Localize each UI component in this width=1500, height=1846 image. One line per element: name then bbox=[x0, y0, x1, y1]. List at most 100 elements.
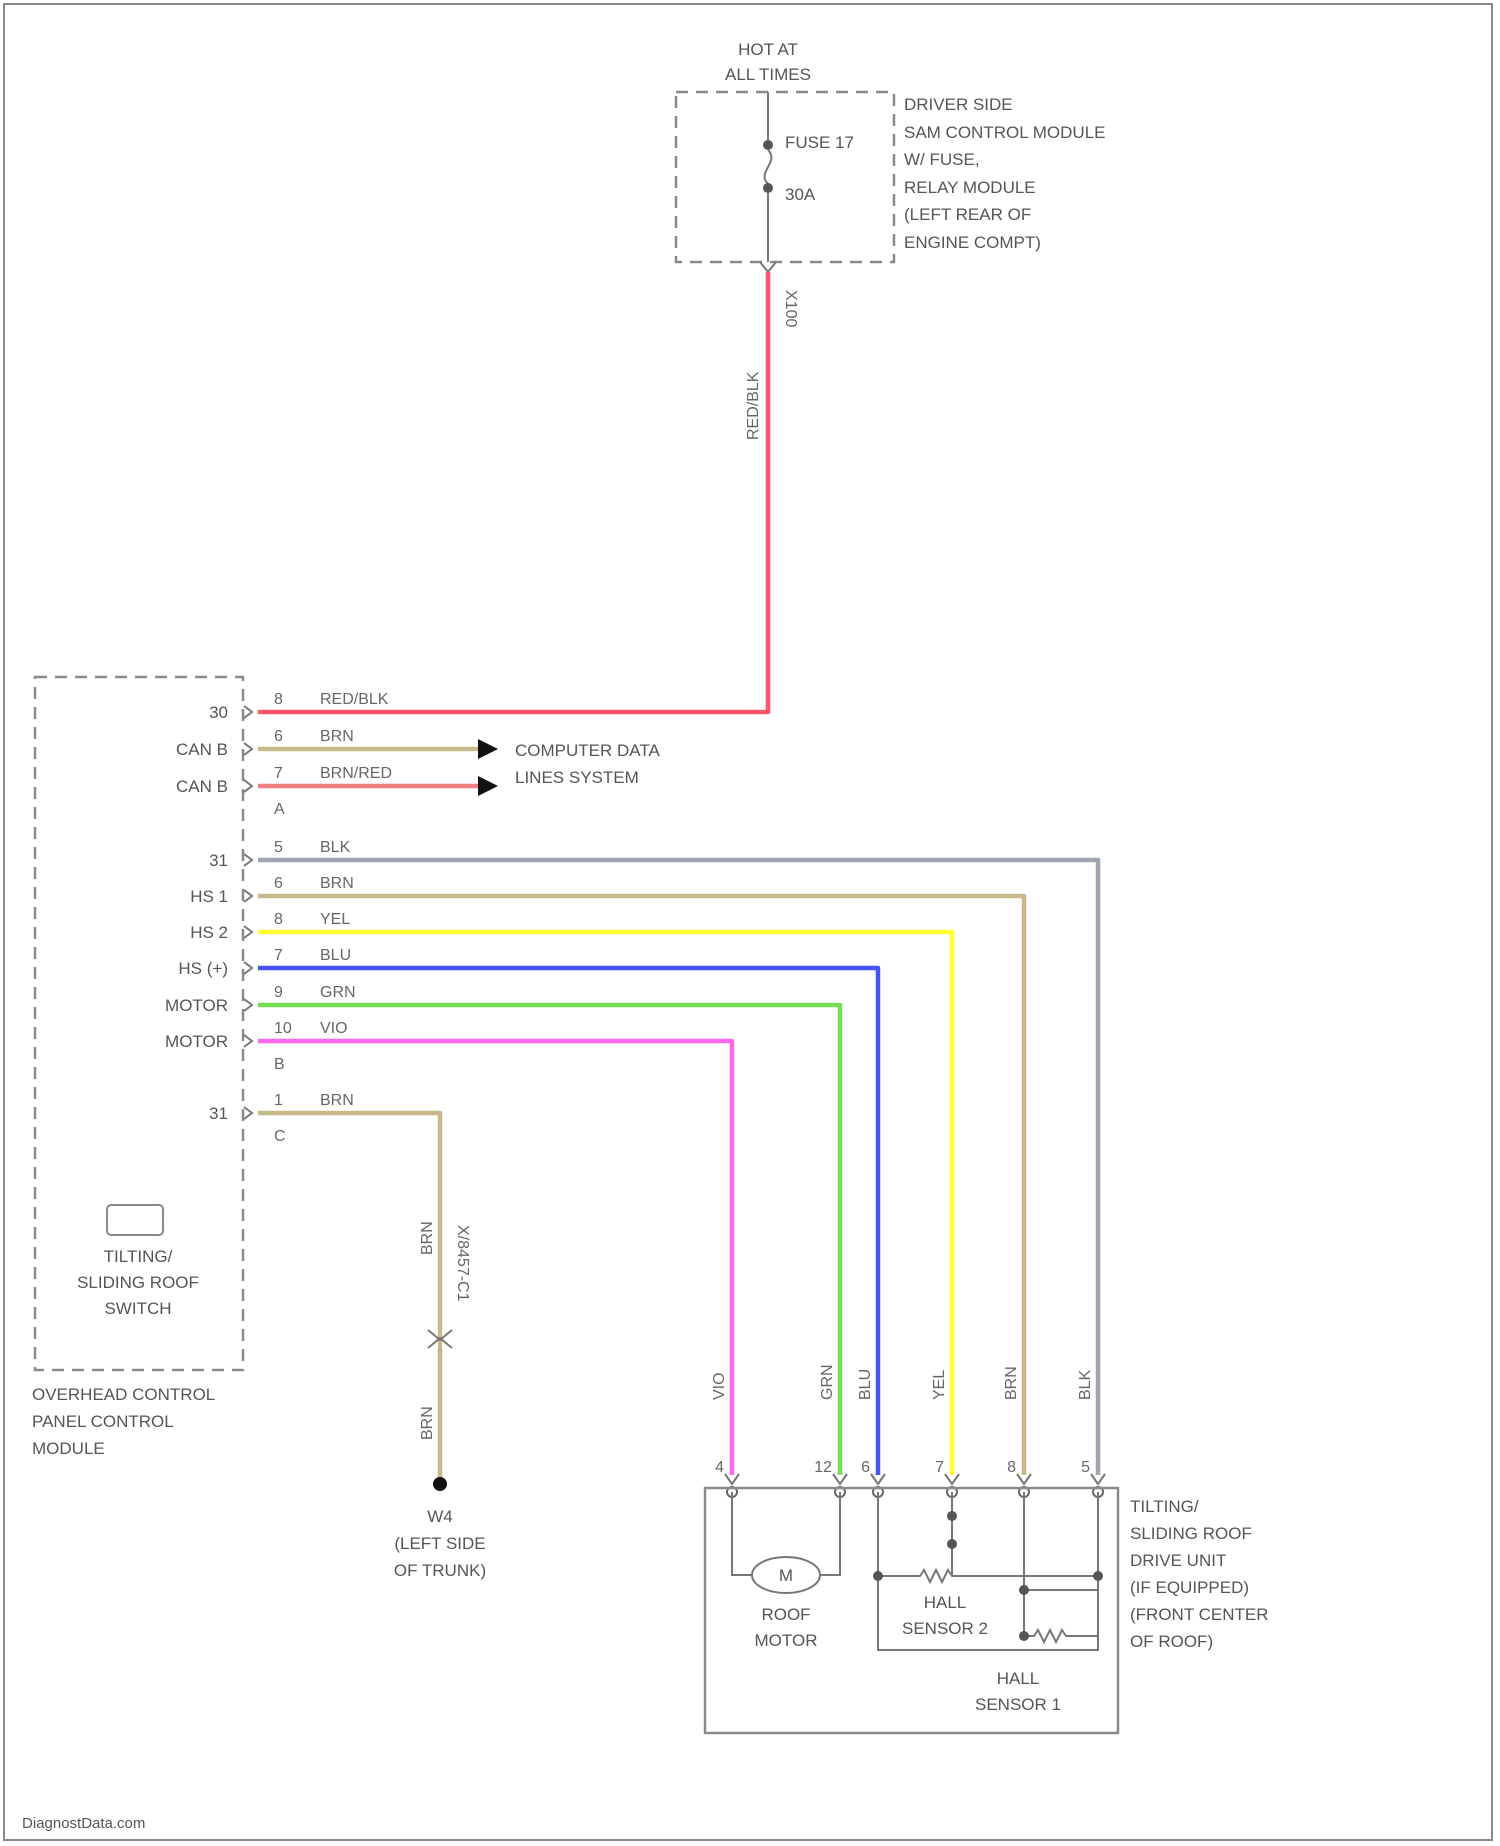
wire-brn bbox=[258, 896, 1024, 1475]
drive-pin-number: 7 bbox=[935, 1459, 944, 1476]
module-terminal-label: MOTOR bbox=[165, 996, 228, 1015]
module-terminal-label: HS (+) bbox=[178, 959, 228, 978]
ground-wire-bottom: BRN bbox=[419, 1406, 436, 1440]
drive-pin-number: 4 bbox=[715, 1459, 724, 1476]
can-b-arrow-2 bbox=[478, 776, 498, 796]
hall-sensor-2-resistor bbox=[878, 1570, 1098, 1582]
module-wire-color: BRN bbox=[320, 1092, 354, 1109]
fuse-rating: 30A bbox=[785, 185, 816, 204]
switch-name-1: SLIDING ROOF bbox=[77, 1273, 199, 1292]
drive-desc-1: SLIDING ROOF bbox=[1130, 1524, 1252, 1543]
module-pin-number: 9 bbox=[274, 984, 283, 1001]
drive-pin-connector bbox=[725, 1474, 739, 1484]
drive-wire-color: GRN bbox=[819, 1364, 836, 1400]
module-wire-color: BRN/RED bbox=[320, 765, 392, 782]
wire-grn bbox=[258, 1005, 840, 1475]
fuse-symbol bbox=[765, 150, 772, 184]
module-terminal-label: MOTOR bbox=[165, 1032, 228, 1051]
switch-icon bbox=[107, 1205, 163, 1235]
footer-watermark: DiagnostData.com bbox=[22, 1815, 145, 1832]
fuse-module-outline bbox=[676, 92, 894, 262]
drive-wire-color: BRN bbox=[1003, 1366, 1020, 1400]
hot-label-2: ALL TIMES bbox=[725, 65, 811, 84]
module-wire-color: BRN bbox=[320, 875, 354, 892]
module-pin-number: B bbox=[274, 1056, 285, 1073]
drive-desc-2: DRIVE UNIT bbox=[1130, 1551, 1226, 1570]
module-wire-color: YEL bbox=[320, 911, 350, 928]
module-pin-connector bbox=[244, 926, 252, 938]
module-pin-connector bbox=[244, 780, 252, 792]
diagram-frame bbox=[4, 4, 1492, 1840]
module-pin-number: 7 bbox=[274, 947, 283, 964]
module-pin-connector bbox=[244, 743, 252, 755]
module-pin-number: 7 bbox=[274, 765, 283, 782]
drive-pin-connector bbox=[1091, 1474, 1105, 1484]
module-pin-connector bbox=[244, 1035, 252, 1047]
module-terminal-label: CAN B bbox=[176, 740, 228, 759]
drive-wire-color: BLU bbox=[857, 1369, 874, 1400]
wire-blu bbox=[258, 968, 878, 1475]
switch-name-2: SWITCH bbox=[104, 1299, 171, 1318]
data-lines-label-1: COMPUTER DATA bbox=[515, 741, 660, 760]
fuse-connector-label: X100 bbox=[782, 290, 799, 327]
switch-name-0: TILTING/ bbox=[104, 1247, 173, 1266]
module-terminal-label: HS 1 bbox=[190, 887, 228, 906]
wires bbox=[258, 272, 1098, 1482]
module-name-0: OVERHEAD CONTROL bbox=[32, 1385, 215, 1404]
drive-wire-color: YEL bbox=[931, 1370, 948, 1400]
drive-pin-number: 8 bbox=[1007, 1459, 1016, 1476]
fuse-block: HOT AT ALL TIMES FUSE 17 30A DRIVER SIDE… bbox=[676, 40, 1106, 440]
ground-wire-top: BRN bbox=[419, 1221, 436, 1255]
wire-yel bbox=[258, 932, 952, 1475]
module-terminal-label: CAN B bbox=[176, 777, 228, 796]
drive-pin-connector bbox=[833, 1474, 847, 1484]
module-wire-color: GRN bbox=[320, 984, 356, 1001]
fuse-desc-0: DRIVER SIDE bbox=[904, 95, 1013, 114]
hot-label-1: HOT AT bbox=[738, 40, 798, 59]
module-pin-connector bbox=[244, 854, 252, 866]
module-wire-color: BRN bbox=[320, 728, 354, 745]
module-wire-color: VIO bbox=[320, 1020, 348, 1037]
module-name-2: MODULE bbox=[32, 1439, 105, 1458]
fuse-desc-4: (LEFT REAR OF bbox=[904, 205, 1031, 224]
fuse-desc-1: SAM CONTROL MODULE bbox=[904, 123, 1106, 142]
drive-wire-color: VIO bbox=[711, 1372, 728, 1400]
module-pin-connector bbox=[244, 890, 252, 902]
module-wire-color: BLU bbox=[320, 947, 351, 964]
fuse-desc-3: RELAY MODULE bbox=[904, 178, 1036, 197]
wire-red-blk bbox=[258, 272, 768, 712]
module-pin-connector bbox=[244, 962, 252, 974]
data-lines-label-2: LINES SYSTEM bbox=[515, 768, 639, 787]
motor-symbol: M bbox=[779, 1566, 793, 1585]
module-pin-number: 6 bbox=[274, 875, 283, 892]
drive-pin-connector bbox=[871, 1474, 885, 1484]
wire-blk bbox=[258, 860, 1098, 1475]
fuse-name: FUSE 17 bbox=[785, 133, 854, 152]
ground-point bbox=[433, 1477, 447, 1491]
ground-id: W4 bbox=[427, 1507, 453, 1526]
ground-desc-1: OF TRUNK) bbox=[394, 1561, 486, 1580]
hall1-label-1: SENSOR 1 bbox=[975, 1695, 1061, 1714]
module-pin-number: A bbox=[274, 801, 285, 818]
drive-pin-number: 5 bbox=[1081, 1459, 1090, 1476]
module-pin-number: C bbox=[274, 1128, 286, 1145]
module-pin-number: 10 bbox=[274, 1020, 292, 1037]
drive-pin-number: 6 bbox=[861, 1459, 870, 1476]
drive-desc-5: OF ROOF) bbox=[1130, 1632, 1213, 1651]
module-pin-connector bbox=[244, 999, 252, 1011]
hall2-label-1: SENSOR 2 bbox=[902, 1619, 988, 1638]
drive-desc-4: (FRONT CENTER bbox=[1130, 1605, 1269, 1624]
can-b-arrow-1 bbox=[478, 739, 498, 759]
motor-label-0: ROOF bbox=[761, 1605, 810, 1624]
module-pin-number: 1 bbox=[274, 1092, 283, 1109]
hall-sensor-1-resistor bbox=[1024, 1630, 1098, 1642]
fuse-connector-symbol bbox=[760, 262, 776, 272]
module-terminal-label: 31 bbox=[209, 851, 228, 870]
ground-desc-0: (LEFT SIDE bbox=[394, 1534, 485, 1553]
ground-connector-label: X/8457-C1 bbox=[454, 1225, 471, 1302]
fuse-desc-5: ENGINE COMPT) bbox=[904, 233, 1041, 252]
